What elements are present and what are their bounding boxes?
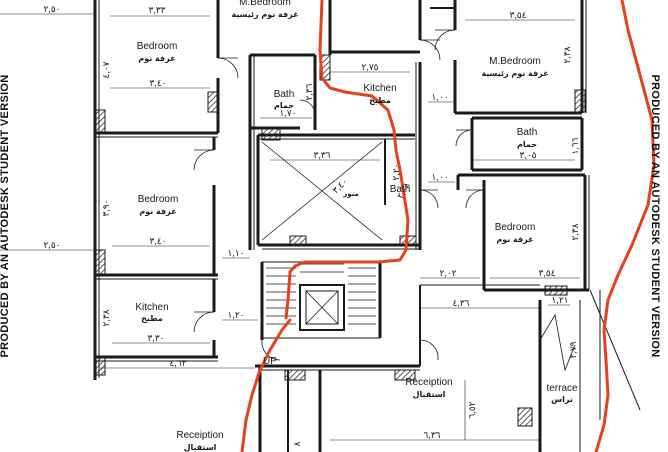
room-label-bedroom-ml: Bedroom: [138, 194, 179, 205]
dim-text: ٢,٣٨: [101, 309, 111, 326]
room-label-reception-bl: Receiption: [176, 430, 223, 441]
dim-text: ٦,٣٦: [423, 430, 440, 440]
dim-text: ٢,٢٠: [391, 163, 401, 180]
dim-text: ٣,٤٠: [149, 236, 166, 246]
room-label-bedroom-ml-ar: غرفة نوم: [139, 207, 176, 216]
dim-text: ٨: [292, 441, 302, 446]
dim-text: ٢,٧٩: [568, 341, 578, 358]
dim-text: ٣,٣٣: [148, 5, 165, 15]
dim-text: ١,٢٠: [227, 310, 244, 320]
room-label-reception-c-ar: استقبال: [413, 390, 446, 399]
room-label-bath-r-ar: حمام: [517, 140, 537, 149]
dim-text: ٢,٥٠: [43, 4, 60, 14]
dim-text: ٤,٣٦: [452, 298, 469, 308]
dim-text: ٢,٣٦: [304, 83, 314, 100]
room-label-reception-bl-ar: استقبال: [184, 443, 217, 452]
room-labels: M.Bedroom غرفة نوم رئيسية Bedroom غرفة ن…: [135, 0, 578, 452]
room-label-kitchen-l: Kitchen: [135, 302, 168, 313]
dim-text: ٤,٠٧: [101, 61, 111, 78]
room-label-bedroom-r-ar: غرفة نوم: [496, 235, 533, 244]
dim-text: ١,٢١: [551, 295, 568, 305]
dim-text: ٢,٣٨: [562, 46, 572, 63]
dim-text: ٣,٥٤: [509, 10, 526, 20]
room-label-kitchen-c: Kitchen: [363, 83, 396, 94]
dim-text: ١,٠٠: [431, 172, 448, 182]
dim-text: ٣,٣٠: [147, 333, 164, 343]
dimension-lines: [0, 13, 580, 441]
columns: [95, 54, 586, 427]
watermark-left: PRODUCED BY AN AUTODESK STUDENT VERSION: [0, 74, 11, 357]
room-label-m-bedroom-top: M.Bedroom: [239, 0, 291, 8]
elevator: [299, 284, 345, 331]
light-shaft: [261, 141, 383, 241]
dim-text: ٢,٥٠: [43, 240, 60, 250]
room-label-bedroom-tl-ar: غرفة نوم: [138, 54, 175, 63]
room-label-bedroom-r: Bedroom: [495, 222, 536, 233]
dim-text: ٢,٠٢: [439, 268, 456, 278]
redline-markup: [240, 0, 656, 452]
room-label-terrace: terrace: [546, 383, 578, 394]
room-label-bedroom-tl: Bedroom: [137, 41, 178, 52]
dim-text: ٢,٣٨: [570, 223, 580, 240]
dim-text: ١,٧٠: [279, 108, 296, 118]
room-label-bath-r: Bath: [517, 127, 538, 138]
dim-text: ٣,٩٠: [101, 199, 111, 216]
dim-text: ٤,٦٢: [169, 358, 186, 368]
room-label-shaft: منور: [342, 190, 359, 198]
room-label-bath-c: Bath: [274, 89, 295, 100]
dim-text: ٣,٣٦: [313, 150, 330, 160]
dim-text: ٢,٧٥: [361, 62, 378, 72]
room-label-reception-c: Receiption: [405, 377, 452, 388]
room-label-m-bedroom-r: M.Bedroom: [489, 56, 541, 67]
dim-text: ٦,٥٢: [467, 401, 477, 418]
dim-text: ١,٠٠: [431, 92, 448, 102]
dim-text: ٣,٠٥: [519, 150, 536, 160]
watermark-right: PRODUCED BY AN AUTODESK STUDENT VERSION: [649, 74, 661, 357]
room-label-m-bedroom-r-ar: غرفة نوم رئيسية: [481, 69, 548, 78]
room-label-m-bedroom-top-ar: غرفة نوم رئيسية: [231, 10, 298, 19]
room-label-terrace-ar: تراس: [551, 395, 573, 405]
dim-text: ٣,٤٠: [149, 78, 166, 88]
dim-text: ٣,٥٤: [538, 268, 555, 278]
stair-up-label: UP: [263, 356, 277, 367]
room-label-bath-c-ar: حمام: [274, 101, 294, 110]
room-label-kitchen-l-ar: مطبخ: [141, 314, 163, 323]
dim-text: ١,١٠: [227, 248, 244, 258]
walls: [93, 0, 641, 452]
staircase: [266, 263, 376, 325]
dim-text: ١,٦٦: [570, 137, 580, 154]
room-label-kitchen-c-ar: مطبخ: [369, 96, 391, 105]
doors: [193, 29, 576, 372]
room-label-bath-center: Bath: [390, 184, 411, 195]
